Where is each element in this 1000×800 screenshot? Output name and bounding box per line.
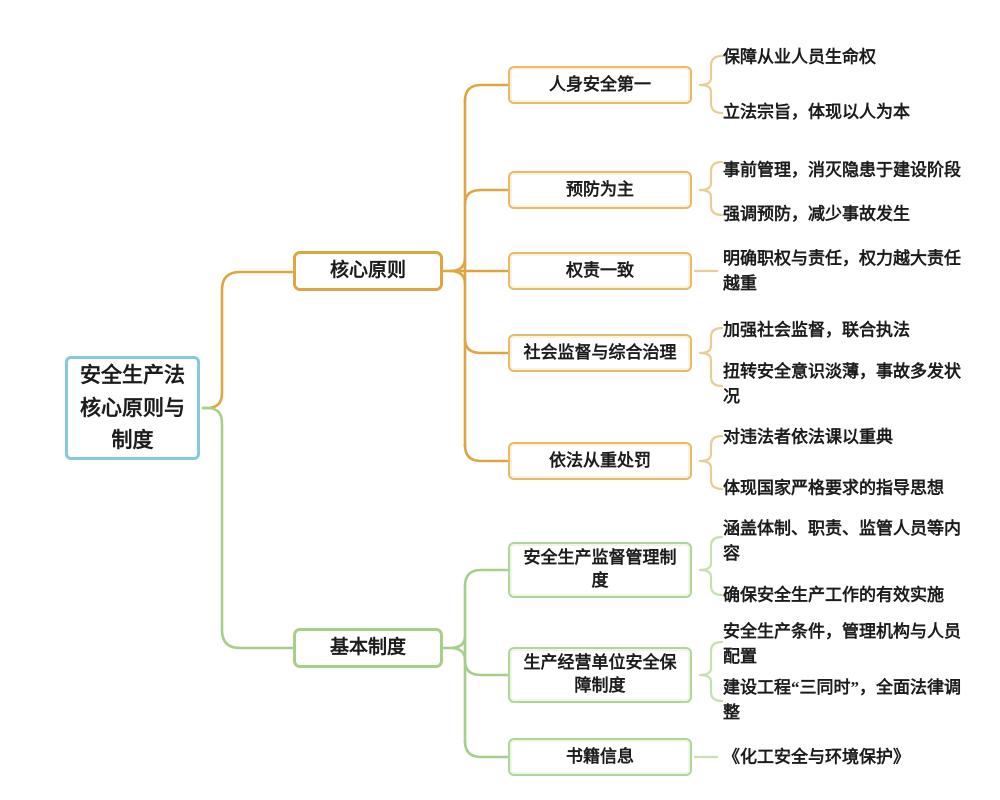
brace-core-branch-4 [463,337,509,355]
brace-core-branch-2 [463,188,509,206]
node-life-safety-first[interactable]: 人身安全第一 [508,66,692,104]
node-production-unit-guarantee-system[interactable]: 生产经营单位安全保障制度 [508,647,692,703]
leaf-text[interactable]: 明确职权与责任，权力越大责任越重 [723,249,961,293]
node-prevention-first[interactable]: 预防为主 [508,171,692,209]
node-power-responsibility[interactable]: 权责一致 [508,252,692,290]
leaf-text[interactable]: 确保安全生产工作的有效实施 [723,585,944,605]
brace-core-branch-1 [463,83,509,103]
node-basic-systems[interactable]: 基本制度 [293,628,443,668]
node-root[interactable]: 安全生产法核心原则与制度 [65,356,200,460]
connector-root-to-basic [201,406,294,650]
leaf-brace-guarantee-system [698,640,724,703]
node-severe-punishment[interactable]: 依法从重处罚 [508,442,692,480]
leaf-text[interactable]: 事前管理，消灭隐患于建设阶段 [723,160,961,180]
leaf-text[interactable]: 建设工程“三同时”，全面法律调整 [723,678,961,722]
connector-root-to-core [201,270,294,410]
node-core-principles[interactable]: 核心原则 [293,251,443,291]
brace-basic-branch-3 [463,739,509,759]
brace-core-branch-5 [463,443,509,463]
leaf-text[interactable]: 扭转安全意识淡薄，事故多发状况 [723,362,961,406]
leaf-brace-punishment [698,434,724,491]
leaf-brace-life-safety [698,54,724,115]
leaf-brace-supervision-system [698,535,724,597]
leaf-text[interactable]: 体现国家严格要求的指导思想 [723,478,944,498]
leaf-text[interactable]: 对违法者依法课以重典 [723,427,893,447]
leaf-text[interactable]: 《化工安全与环境保护》 [723,747,910,767]
leaf-text[interactable]: 强调预防，减少事故发生 [723,204,910,224]
brace-basic-nub [442,634,467,662]
leaf-brace-prevention [698,160,724,217]
leaf-text[interactable]: 安全生产条件，管理机构与人员配置 [723,622,961,666]
leaf-text[interactable]: 立法宗旨，体现以人为本 [723,102,910,122]
node-book-info[interactable]: 书籍信息 [508,738,692,776]
leaf-text[interactable]: 涵盖体制、职责、监管人员等内容 [723,519,961,563]
brace-basic-branch-2 [463,659,509,677]
node-social-supervision[interactable]: 社会监督与综合治理 [508,334,692,372]
leaf-text[interactable]: 加强社会监督，联合执法 [723,320,910,340]
leaf-text[interactable]: 保障从业人员生命权 [723,47,876,67]
leaf-brace-supervision [698,326,724,388]
brace-basic-branch-1 [463,568,509,588]
node-supervision-management-system[interactable]: 安全生产监督管理制度 [508,542,692,598]
